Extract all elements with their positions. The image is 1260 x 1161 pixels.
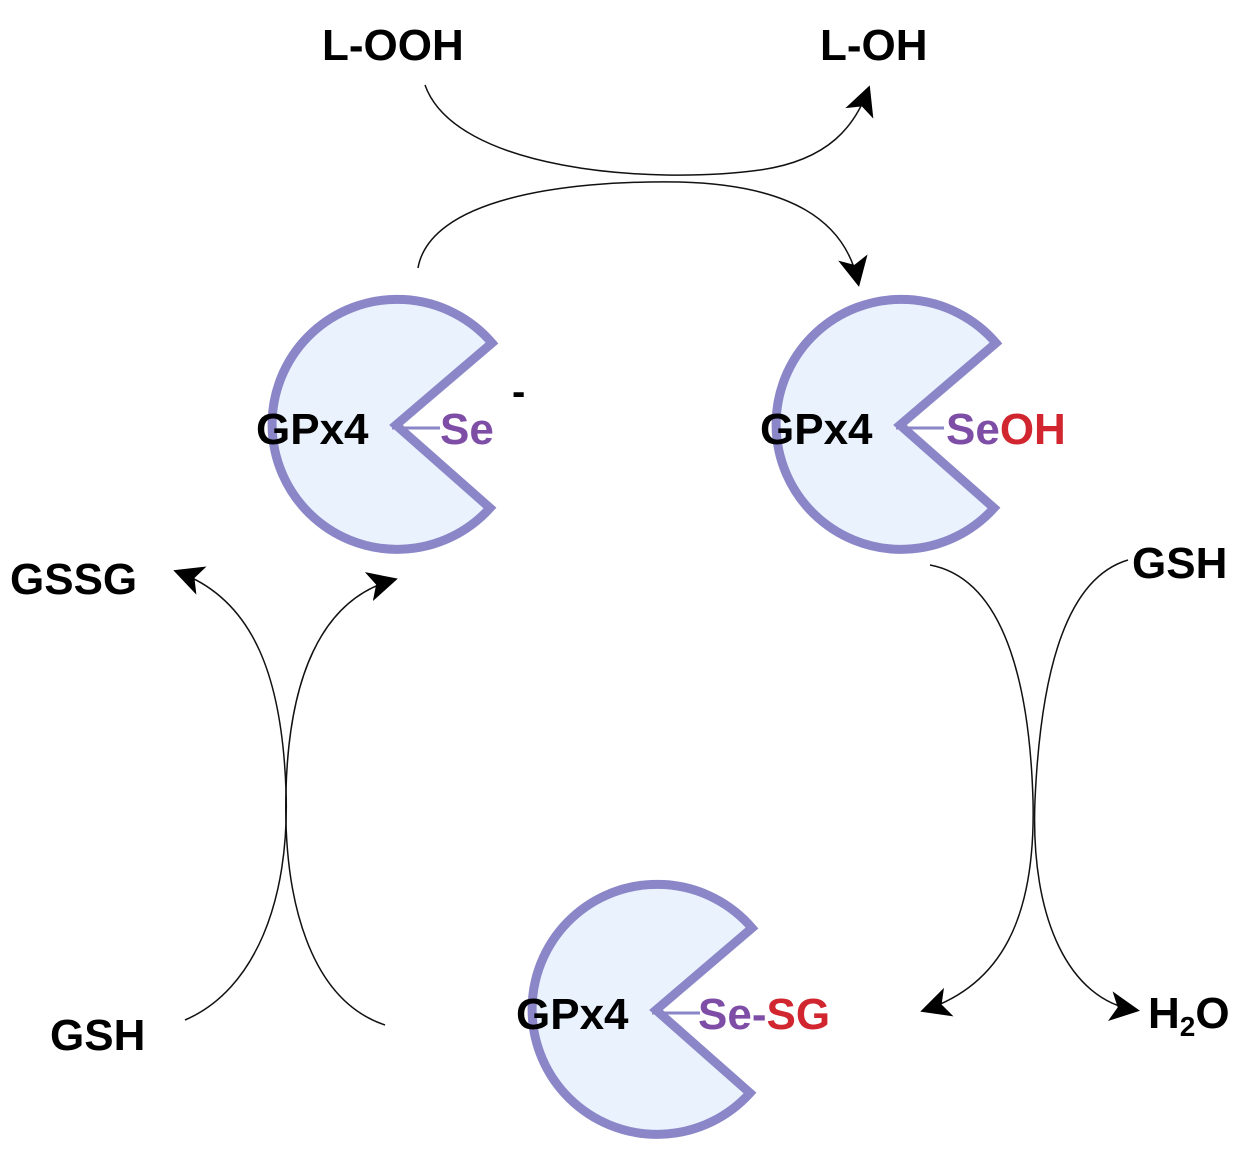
pacman-enzyme-shape	[771, 294, 1003, 554]
label-gsh-left: GSH	[50, 1011, 145, 1060]
selenium-label: Se	[946, 405, 1000, 454]
selenium-label: Se-	[698, 990, 766, 1039]
glutathione-group-label: SG	[766, 990, 830, 1039]
selenium-label: Se	[440, 405, 494, 454]
enzyme-gpx4-oxidized: GPx4 SeOH	[760, 294, 1066, 554]
hydroxyl-label: OH	[1000, 405, 1066, 454]
label-l-oh: L-OH	[820, 21, 928, 70]
arrow-gsh-to-gssg	[173, 566, 288, 1021]
selenyl-sulfide-label: Se-SG	[698, 990, 830, 1039]
label-gssg: GSSG	[10, 555, 137, 604]
label-gsh-right: GSH	[1132, 539, 1227, 588]
pacman-enzyme-shape	[527, 879, 759, 1139]
enzyme-label: GPx4	[256, 405, 369, 454]
h2o-subscript: 2	[1180, 1011, 1196, 1042]
h2o-o: O	[1195, 989, 1229, 1038]
arrow-looh-to-loh	[424, 84, 874, 176]
enzyme-label: GPx4	[760, 405, 873, 454]
enzyme-gpx4-glutathionylated: GPx4 Se-SG	[516, 879, 830, 1139]
enzyme-gpx4-reduced: GPx4 Se -	[256, 294, 525, 554]
arrow-glutathionylated-to-reduced	[285, 572, 398, 1026]
enzyme-label: GPx4	[516, 990, 629, 1039]
arrow-oxidized-to-glutathionylated	[920, 564, 1034, 1017]
selenic-acid-label: SeOH	[946, 405, 1066, 454]
label-h2o: H2O	[1148, 989, 1230, 1042]
arrow-reduced-to-oxidized	[417, 181, 868, 287]
arrow-gsh-to-h2o	[1033, 559, 1140, 1021]
charge-label: -	[512, 370, 525, 414]
pacman-enzyme-shape	[267, 294, 499, 554]
label-l-ooh: L-OOH	[322, 21, 464, 70]
h2o-h: H	[1148, 989, 1180, 1038]
